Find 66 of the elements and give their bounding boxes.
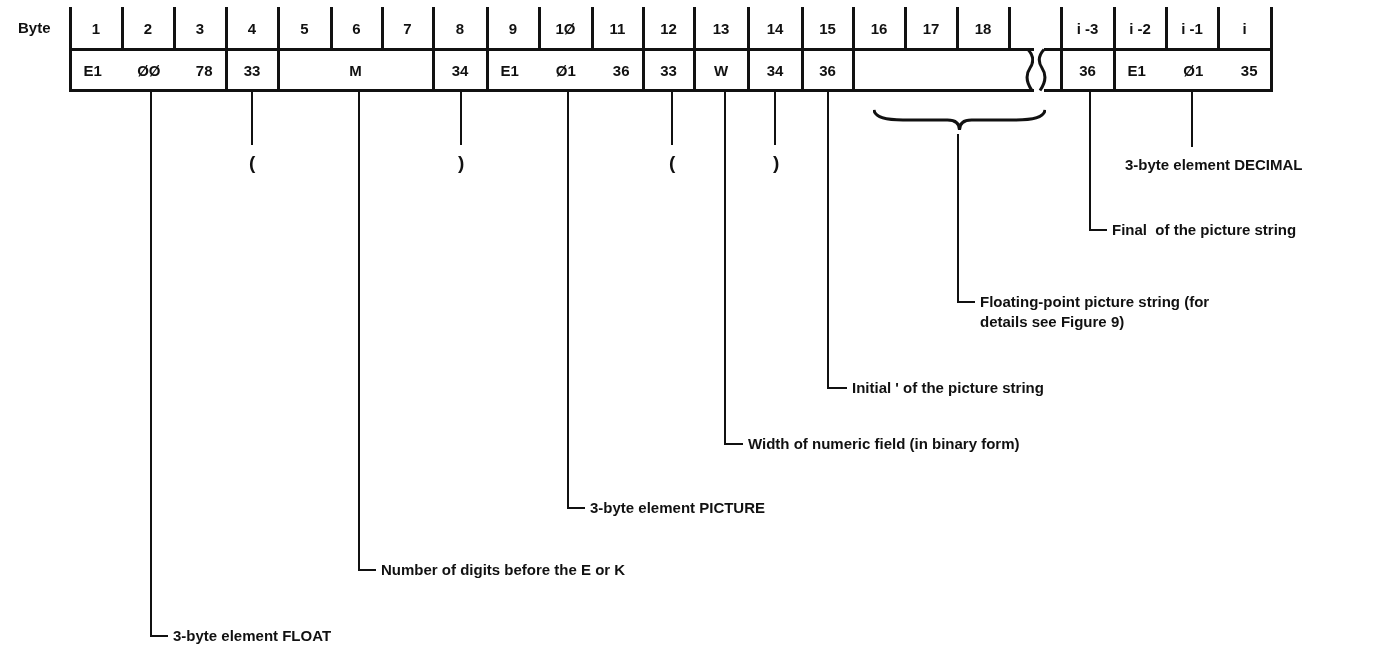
leader-line: [460, 91, 462, 146]
annotation-text: Final of the picture string: [1112, 220, 1297, 240]
annotation-text: Number of digits before the E or K: [381, 560, 626, 580]
byte-number: 3: [195, 19, 205, 37]
byte-number: 7: [403, 19, 412, 37]
leader-line: [774, 91, 776, 146]
row-label: Byte: [18, 18, 51, 38]
byte-number: 18: [974, 19, 992, 37]
byte-number: 12: [660, 19, 677, 37]
parenthesis-label: ): [773, 153, 780, 173]
byte-value: 35: [1240, 61, 1258, 79]
byte-value: 34: [451, 61, 469, 79]
byte-value: 36: [819, 61, 836, 79]
leader-line: [358, 91, 377, 571]
leader-line: [567, 91, 586, 509]
byte-number: 9: [508, 19, 518, 37]
byte-number: 4: [247, 19, 257, 37]
byte-value: E1: [83, 61, 102, 79]
annotation-text: 3-byte element DECIMAL: [1125, 155, 1303, 175]
parenthesis-label: ): [458, 153, 465, 173]
byte-value: 36: [612, 61, 630, 79]
leader-line: [1089, 91, 1108, 231]
byte-value: 33: [243, 61, 261, 79]
leader-line: [1191, 91, 1193, 148]
annotation-text: 3-byte element PICTURE: [590, 498, 766, 518]
byte-number: 1: [91, 19, 101, 37]
byte-value: W: [713, 61, 729, 79]
byte-number: i -2: [1129, 19, 1151, 37]
byte-value: 36: [1079, 61, 1096, 79]
leader-line: [150, 91, 169, 637]
leader-line: [671, 91, 673, 146]
leader-line: [724, 91, 744, 445]
leader-line: [827, 91, 848, 389]
byte-number: 16: [870, 19, 888, 37]
byte-number: 15: [819, 19, 836, 37]
byte-number: 5: [300, 19, 309, 37]
byte-value-cell: [1059, 48, 1116, 92]
byte-value: M: [349, 61, 362, 79]
annotation-text: Width of numeric field (in binary form): [748, 434, 1020, 454]
leader-line: [957, 133, 976, 303]
byte-value: E1: [500, 61, 519, 79]
byte-number: i -3: [1076, 19, 1099, 37]
byte-value: 34: [766, 61, 784, 79]
annotation-text: 3-byte element FLOAT: [173, 626, 332, 646]
byte-number: i -1: [1181, 19, 1203, 37]
byte-value: Ø1: [1183, 61, 1204, 79]
parenthesis-label: (: [249, 153, 256, 173]
annotation-text: Initial ' of the picture string: [852, 378, 1044, 398]
byte-value: Ø1: [555, 61, 576, 79]
byte-number: 6: [352, 19, 361, 37]
byte-number: 1Ø: [555, 19, 576, 37]
byte-number: 2: [143, 19, 153, 37]
leader-line: [251, 91, 253, 146]
byte-value: ØØ: [137, 61, 161, 79]
annotation-text: Floating-point picture string (for details see Figure 9): [980, 292, 1215, 332]
byte-number: 8: [455, 19, 465, 37]
byte-value: E1: [1127, 61, 1146, 79]
byte-number: 11: [609, 19, 626, 37]
byte-number: 17: [922, 19, 940, 37]
byte-number: 13: [712, 19, 730, 37]
byte-number: 14: [766, 19, 784, 37]
byte-value: 78: [195, 61, 213, 79]
byte-value-cell: [68, 48, 228, 92]
byte-number: i: [1242, 19, 1247, 37]
byte-value: 33: [660, 61, 677, 79]
parenthesis-label: (: [669, 153, 676, 173]
